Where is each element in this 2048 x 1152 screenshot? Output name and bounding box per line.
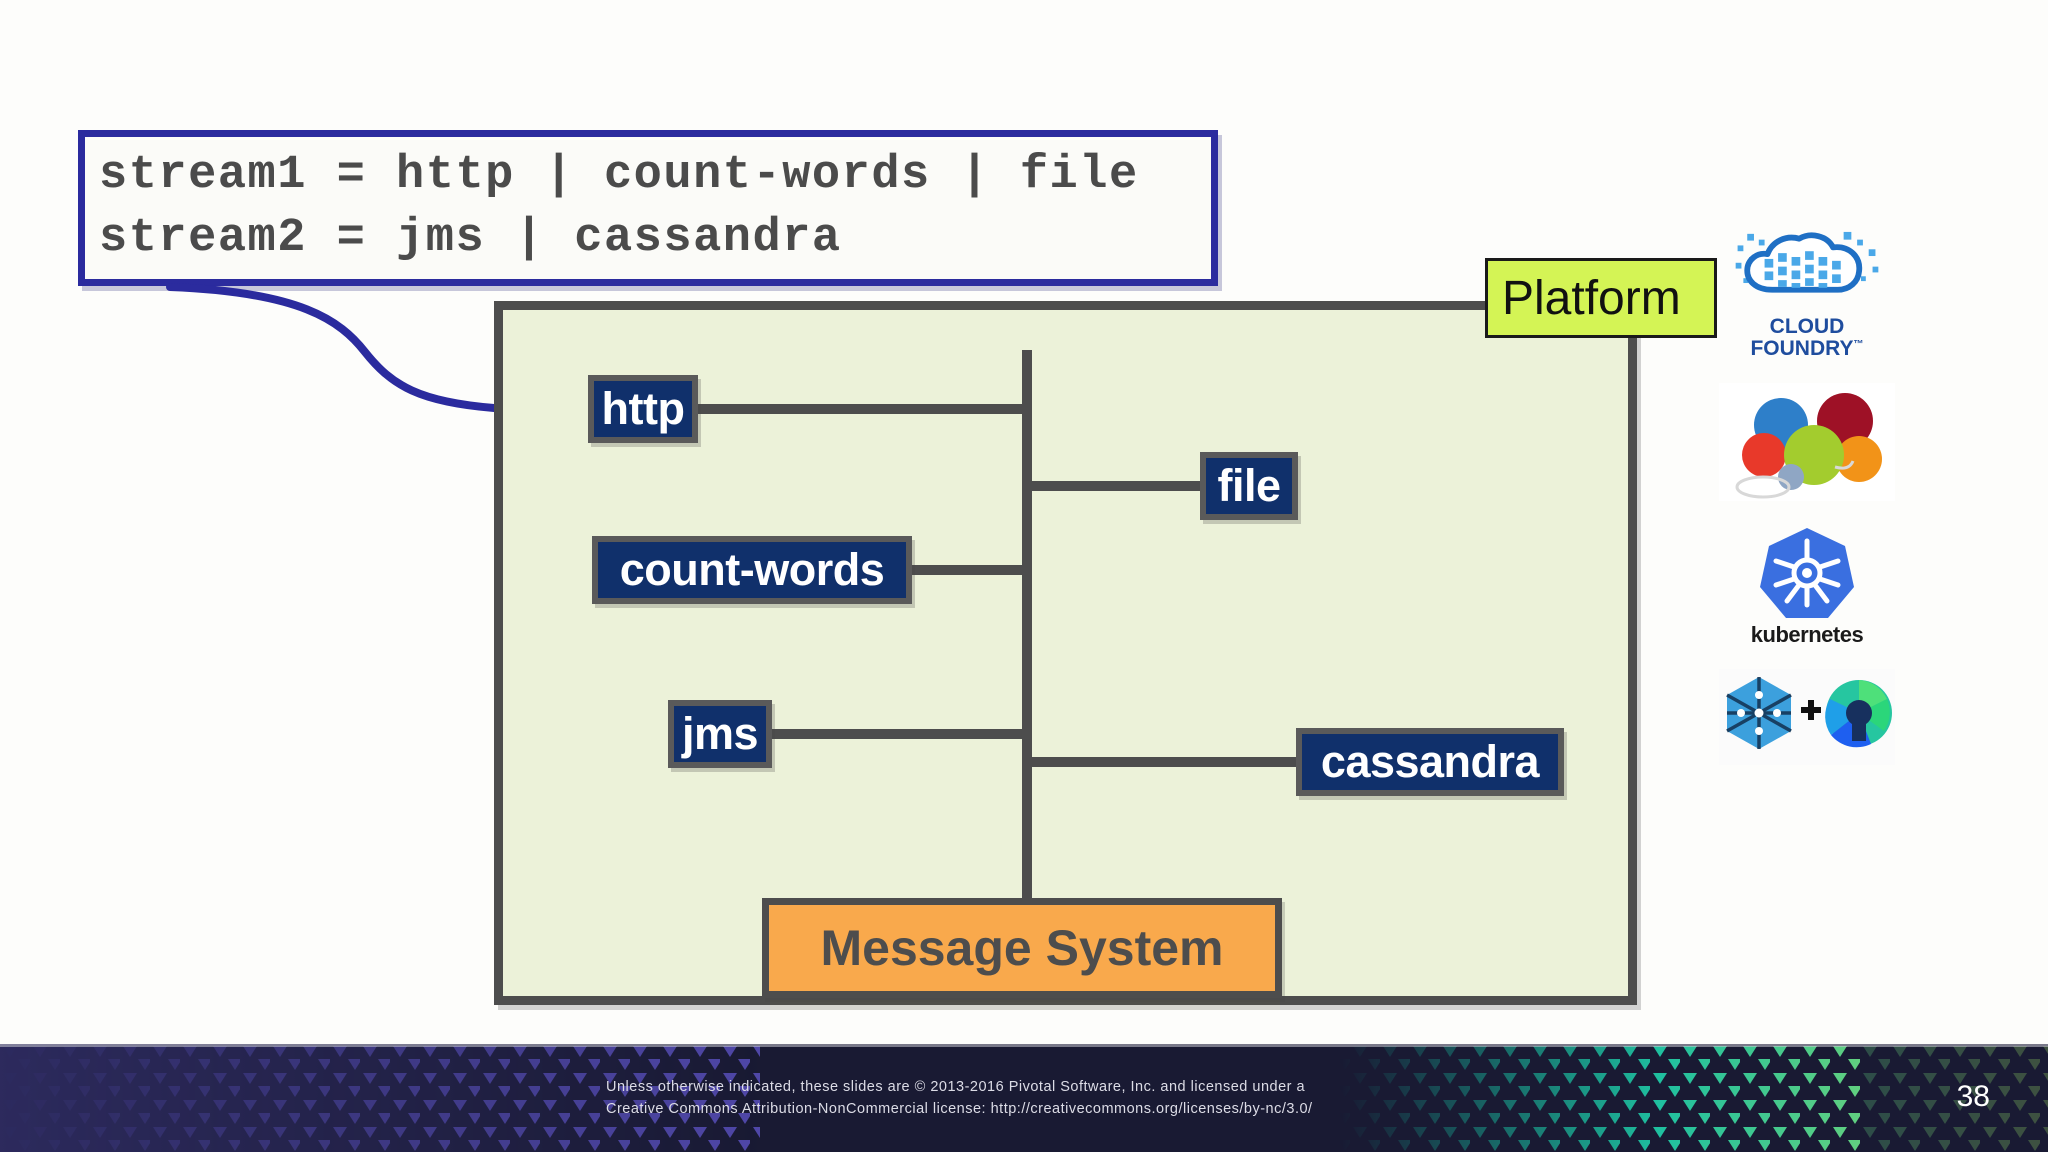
yarn-balls-icon: [1719, 383, 1895, 501]
stream-dsl-code-box: stream1 = http | count-words | file stre…: [78, 130, 1218, 286]
mesos-marathon-icon: [1719, 669, 1895, 765]
dsl-line-1: stream1 = http | count-words | file: [99, 149, 1139, 202]
wire-count-words-to-bus: [908, 565, 1026, 575]
footer-license-text: Unless otherwise indicated, these slides…: [606, 1076, 1436, 1121]
cloud-foundry-caption: CLOUD FOUNDRY™: [1750, 314, 1864, 360]
node-message-system[interactable]: Message System: [762, 898, 1282, 998]
footer-license-line1: Unless otherwise indicated, these slides…: [606, 1079, 1306, 1095]
wire-bus-to-cassandra: [1022, 757, 1300, 767]
logo-kubernetes: kubernetes: [1718, 522, 1896, 650]
footer-triangle-pattern: [0, 1044, 2048, 1152]
node-count-words[interactable]: count-words: [592, 536, 912, 604]
cloud-foundry-caption-line2: FOUNDRY: [1750, 336, 1854, 360]
node-jms[interactable]: jms: [668, 700, 772, 768]
node-file[interactable]: file: [1200, 452, 1298, 520]
kubernetes-icon: [1760, 528, 1854, 619]
dsl-line-2: stream2 = jms | cassandra: [99, 211, 842, 265]
platform-label: Platform: [1485, 258, 1717, 338]
wire-http-to-bus: [696, 404, 1026, 414]
node-http[interactable]: http: [588, 375, 698, 443]
node-cassandra-label: cassandra: [1320, 736, 1540, 787]
cloud-foundry-caption-line1: CLOUD: [1769, 314, 1845, 338]
platform-logo-column: CLOUD FOUNDRY™: [1718, 230, 1896, 768]
logo-mesos-marathon: [1718, 666, 1896, 768]
logo-cloud-foundry: CLOUD FOUNDRY™: [1718, 230, 1896, 360]
node-file-label: file: [1217, 460, 1281, 511]
wire-bus-to-file: [1022, 481, 1204, 491]
wire-jms-to-bus: [770, 729, 1026, 739]
node-http-label: http: [601, 383, 685, 434]
node-count-words-label: count-words: [619, 544, 885, 595]
page-number: 38: [1956, 1080, 1990, 1113]
logo-apache-yarn: [1718, 372, 1896, 512]
message-bus-vertical: [1022, 350, 1032, 898]
kubernetes-caption: kubernetes: [1750, 622, 1864, 648]
footer-license-line2: Creative Commons Attribution-NonCommerci…: [606, 1101, 1313, 1118]
cloud-foundry-trademark: ™: [1853, 338, 1864, 350]
node-jms-label: jms: [681, 708, 759, 759]
node-message-system-label: Message System: [820, 920, 1224, 976]
node-cassandra[interactable]: cassandra: [1296, 728, 1564, 796]
slide-footer: Unless otherwise indicated, these slides…: [0, 1044, 2048, 1152]
cloud-foundry-icon: [1735, 231, 1879, 293]
